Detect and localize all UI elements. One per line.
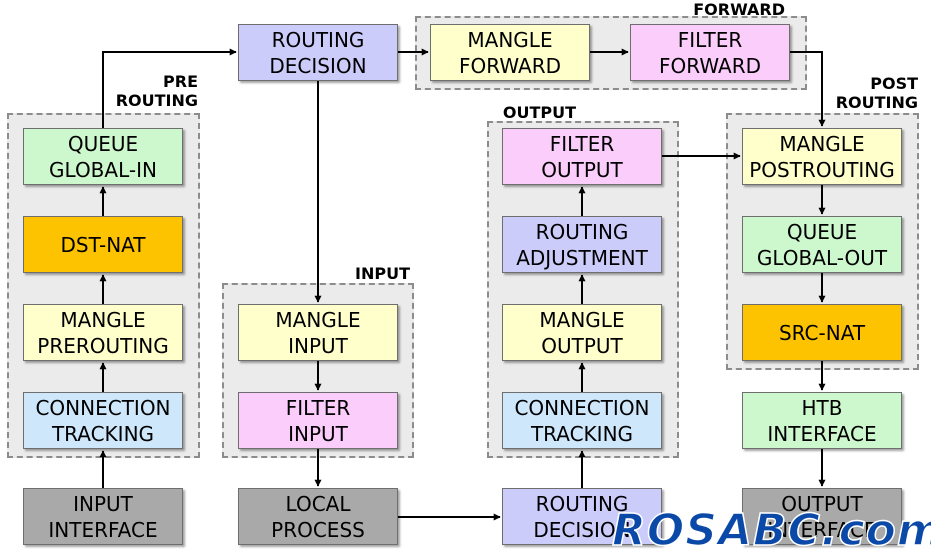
box-mangle-forward: MANGLE FORWARD xyxy=(430,24,590,81)
box-local-process: LOCAL PROCESS xyxy=(238,488,398,545)
box-routing-adjustment: ROUTING ADJUSTMENT xyxy=(502,216,662,273)
box-dst-nat: DST-NAT xyxy=(23,216,183,273)
box-htb-interface: HTB INTERFACE xyxy=(742,392,902,449)
box-mangle-prerouting: MANGLE PREROUTING xyxy=(23,304,183,361)
rosabc-watermark: ROSABC.com xyxy=(611,505,931,557)
group-label-forward: FORWARD xyxy=(693,0,785,19)
box-connection-tracking-pre: CONNECTION TRACKING xyxy=(23,392,183,449)
box-output-interface: OUTPUT INTERFACE xyxy=(742,488,902,545)
box-routing-decision-top: ROUTING DECISION xyxy=(238,24,398,81)
group-label-input: INPUT xyxy=(355,264,410,283)
group-label-postrouting: POST ROUTING xyxy=(835,74,918,112)
box-mangle-input: MANGLE INPUT xyxy=(238,304,398,361)
box-src-nat: SRC-NAT xyxy=(742,304,902,361)
box-queue-global-in: QUEUE GLOBAL-IN xyxy=(23,128,183,185)
box-connection-tracking-out: CONNECTION TRACKING xyxy=(502,392,662,449)
box-routing-decision-bottom: ROUTING DECISION xyxy=(502,488,662,545)
box-mangle-postrouting: MANGLE POSTROUTING xyxy=(742,128,902,185)
group-label-prerouting: PRE ROUTING xyxy=(115,72,198,110)
box-input-interface: INPUT INTERFACE xyxy=(23,488,183,545)
box-filter-forward: FILTER FORWARD xyxy=(630,24,790,81)
arrow-queue-global-in-to-routing-decision xyxy=(102,48,237,128)
box-filter-input: FILTER INPUT xyxy=(238,392,398,449)
box-mangle-output: MANGLE OUTPUT xyxy=(502,304,662,361)
arrow-filter-forward-to-mangle-postrouting xyxy=(790,51,826,127)
group-label-output: OUTPUT xyxy=(502,103,576,122)
box-queue-global-out: QUEUE GLOBAL-OUT xyxy=(742,216,902,273)
box-filter-output: FILTER OUTPUT xyxy=(502,128,662,185)
